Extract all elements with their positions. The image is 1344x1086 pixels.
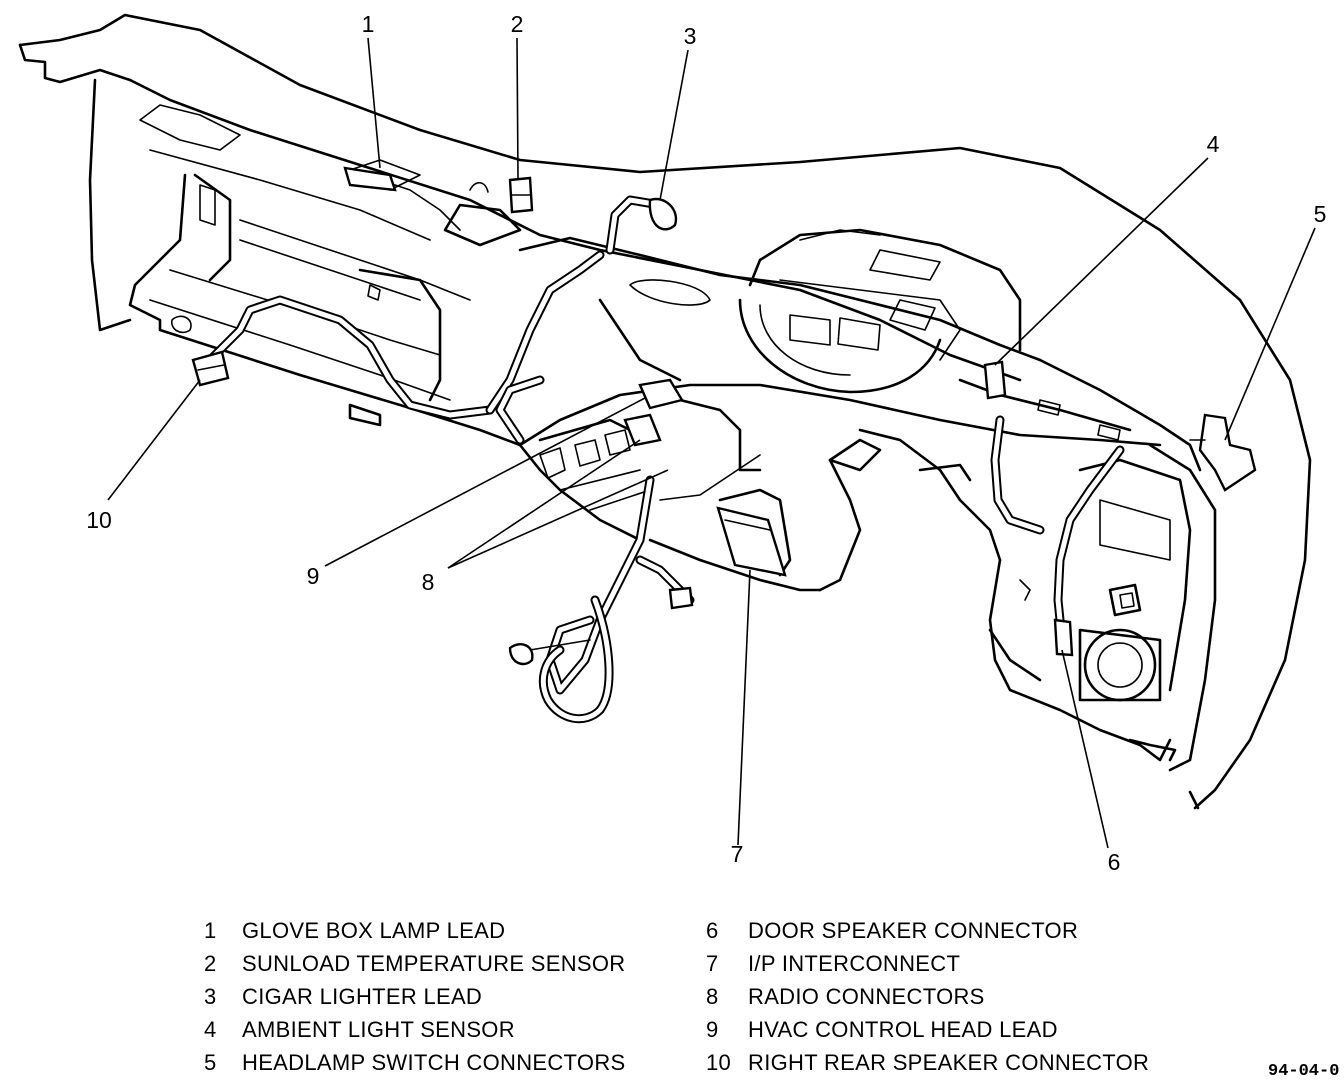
dash-outline [18,13,1312,810]
callout-10: 10 [86,507,112,533]
legend-label: HEADLAMP SWITCH CONNECTORS [242,1050,626,1075]
leader-7 [737,569,751,846]
legend-label: AMBIENT LIGHT SENSOR [242,1017,515,1042]
legend-label: GLOVE BOX LAMP LEAD [242,918,506,943]
callout-numbers: 1 2 3 4 5 6 7 8 9 10 [86,11,1326,875]
legend-number: 5 [204,1050,217,1075]
legend-item: 3 CIGAR LIGHTER LEAD [204,980,626,1013]
wiring-harness [205,179,1125,724]
legend-label: I/P INTERCONNECT [748,951,961,976]
leader-10 [107,379,201,501]
legend-number: 2 [204,951,217,976]
legend-item: 1 GLOVE BOX LAMP LEAD [204,914,626,947]
legend-right: 6 DOOR SPEAKER CONNECTOR 7 I/P INTERCONNEC… [706,914,1149,1079]
legend-label: DOOR SPEAKER CONNECTOR [748,918,1079,943]
legend-label: HVAC CONTROL HEAD LEAD [748,1017,1058,1042]
radio-connector [638,378,684,410]
legend-item: 2 SUNLOAD TEMPERATURE SENSOR [204,947,626,980]
leader-6 [1061,649,1109,849]
leader-4 [994,157,1209,366]
legend-item: 4 AMBIENT LIGHT SENSOR [204,1013,626,1046]
leader-1 [367,37,381,169]
legend-item: 6 DOOR SPEAKER CONNECTOR [706,914,1149,947]
legend-label: SUNLOAD TEMPERATURE SENSOR [242,951,626,976]
legend-item: 7 I/P INTERCONNECT [706,947,1149,980]
leader-5 [1224,227,1316,441]
right-rear-speaker-connector [191,350,230,387]
legend-number: 10 [706,1050,732,1075]
leader-3 [659,49,689,201]
ambient-light-sensor-connector [983,360,1007,400]
leader-2 [516,37,519,179]
side-panel [988,443,1217,772]
callout-6: 6 [1108,849,1121,875]
callout-1: 1 [362,11,375,37]
door-speaker-connector [1053,618,1074,657]
instrument-panel-frame [128,173,1202,592]
cigar-lighter-connector [648,197,678,231]
legend-number: 7 [706,951,719,976]
callout-9: 9 [307,563,320,589]
leader-8b [447,469,669,569]
callout-3: 3 [684,23,697,49]
legend-item: 8 RADIO CONNECTORS [706,980,1149,1013]
legend-label: RADIO CONNECTORS [748,984,985,1009]
legend-number: 4 [204,1017,217,1042]
legend-number: 3 [204,984,217,1009]
center-bracket [518,398,822,592]
callout-4: 4 [1207,131,1220,157]
callout-5: 5 [1314,201,1327,227]
legend-number: 9 [706,1017,719,1042]
legend-item: 9 HVAC CONTROL HEAD LEAD [706,1013,1149,1046]
legend-item: 10 RIGHT REAR SPEAKER CONNECTOR [706,1046,1149,1079]
legend-number: 1 [204,918,217,943]
leader-8a [447,439,641,569]
hvac-control-connector [623,413,662,447]
legend-left: 1 GLOVE BOX LAMP LEAD 2 SUNLOAD TEMPERATUR… [204,914,626,1079]
leader-9 [324,397,646,567]
legend-label: CIGAR LIGHTER LEAD [242,984,483,1009]
callout-7: 7 [731,841,744,867]
legend-number: 6 [706,918,719,943]
legend-number: 8 [706,984,719,1009]
glove-box-lamp-connector [343,166,397,192]
leader-lines [107,37,1316,849]
ip-interconnect [716,506,787,577]
upper-panel [128,78,1022,382]
connectors [191,166,1257,666]
callout-2: 2 [511,11,524,37]
callout-8: 8 [422,569,435,595]
legend-label: RIGHT REAR SPEAKER CONNECTOR [748,1050,1150,1075]
headlamp-switch-connector [1198,413,1257,492]
figure-code: 94-04-0 [1268,1062,1340,1081]
legend-item: 5 HEADLAMP SWITCH CONNECTORS [204,1046,626,1079]
